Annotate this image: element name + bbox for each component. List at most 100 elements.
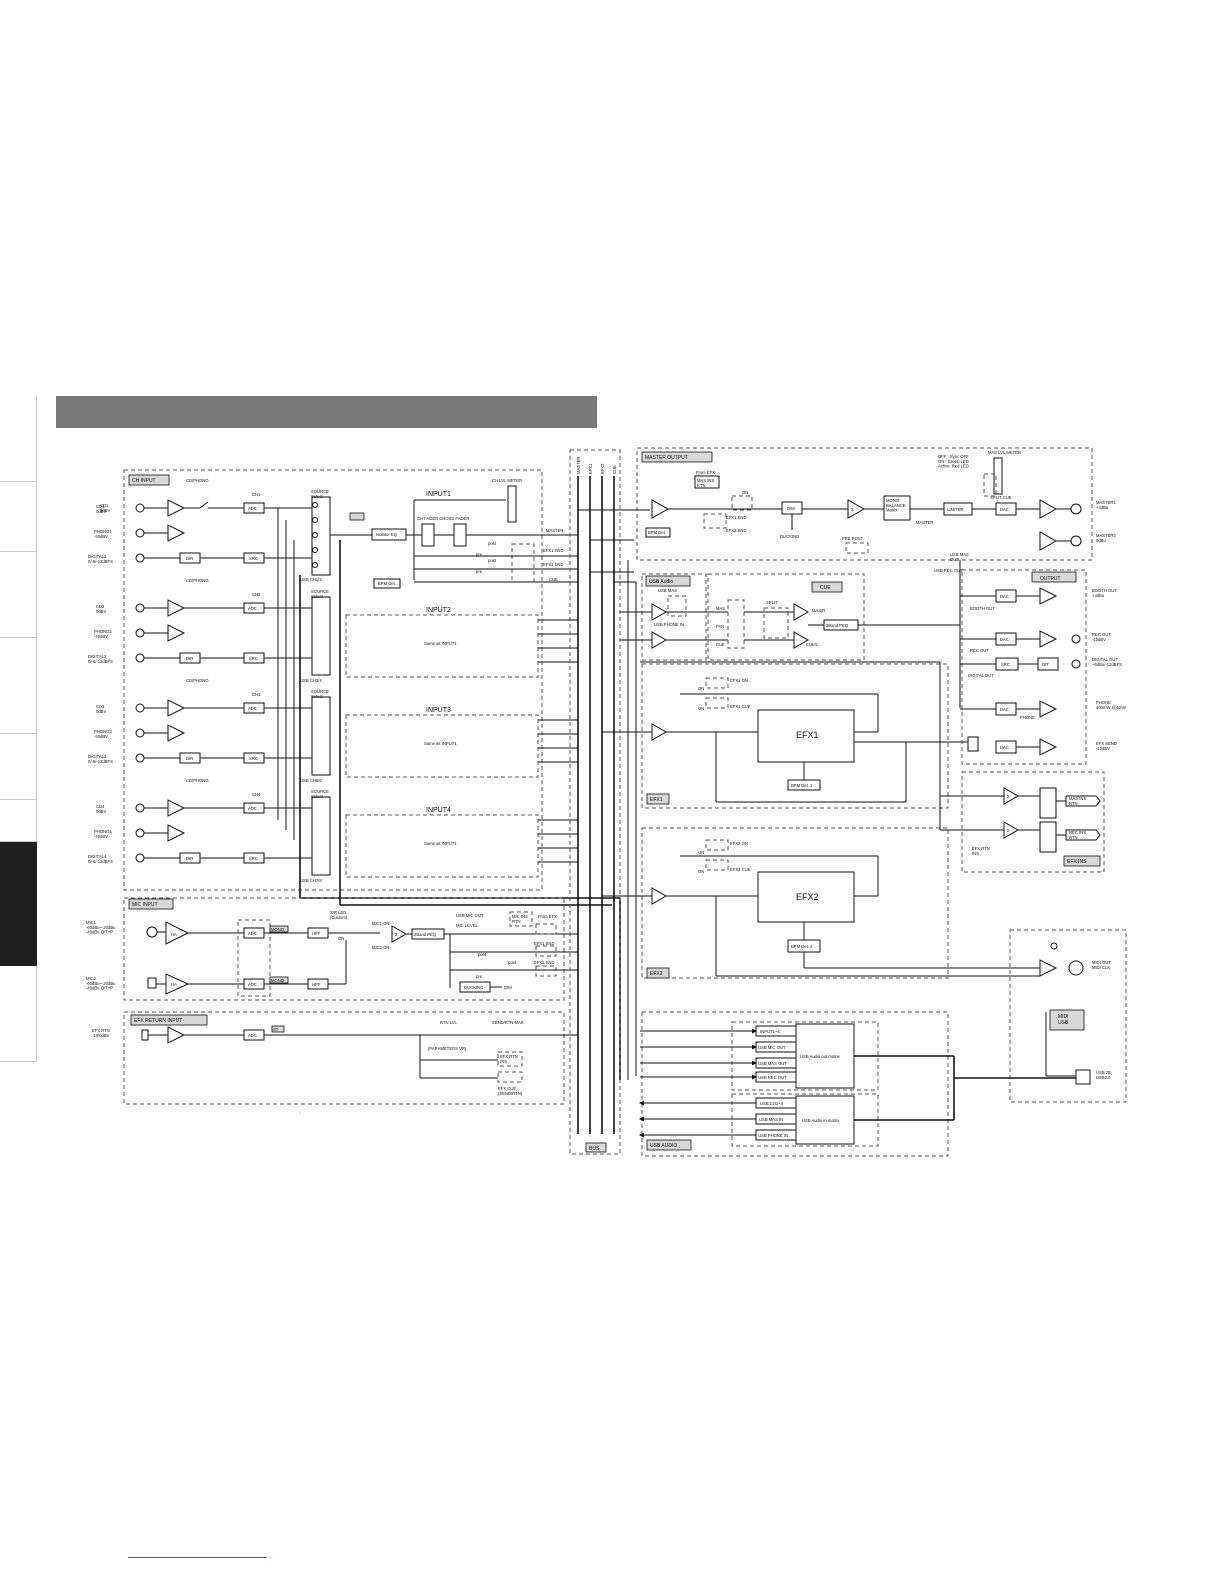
svg-text:Σ: Σ: [395, 932, 398, 937]
efx2-frame: [641, 827, 949, 979]
svg-text:EFX1 CUE: EFX1 CUE: [730, 704, 751, 709]
svg-text:PAN: PAN: [716, 624, 724, 629]
svg-text:USB CH7/8: USB CH7/8: [300, 878, 322, 883]
svg-text:SPLIT: SPLIT: [766, 600, 778, 605]
svg-text:DAC: DAC: [1000, 745, 1009, 750]
svg-text:SPLIT CUE: SPLIT CUE: [990, 495, 1012, 500]
svg-text:LIMITER: LIMITER: [947, 507, 964, 512]
side-tab-1[interactable]: [0, 396, 37, 482]
svg-text:EFX1 SND: EFX1 SND: [726, 515, 746, 520]
svg-text:CUE/L: CUE/L: [806, 642, 819, 647]
svg-text:CH1: CH1: [252, 492, 261, 497]
svg-text:post: post: [488, 558, 497, 563]
svg-text:USB MAS: USB MAS: [658, 588, 677, 593]
svg-text:ADC: ADC: [248, 982, 257, 987]
svg-text:MAS: MAS: [716, 606, 725, 611]
efx2-processor: [757, 871, 855, 923]
side-tab-7[interactable]: [0, 842, 37, 966]
usb-audio-bottom-frame: [641, 1011, 949, 1157]
bus-lines: MASTER EFX1 EFX2 CUE: [576, 457, 617, 1134]
svg-text:ON: ON: [742, 490, 748, 495]
usb-audio-top-tag: USB Audio: [649, 579, 673, 585]
cue-block: MAS PAN CUE SPLIT MAS/R CUE/L 3Band PEQ: [666, 599, 960, 649]
svg-text:EFX SEND-10dBV: EFX SEND-10dBV: [1096, 741, 1117, 751]
side-tab-3[interactable]: [0, 552, 37, 638]
svg-text:USB Audio in matrix: USB Audio in matrix: [802, 1118, 840, 1123]
side-tab-8[interactable]: [0, 966, 37, 1062]
svg-text:USB REC OUT: USB REC OUT: [758, 1075, 787, 1080]
svg-text:USB CH1~4: USB CH1~4: [760, 1101, 784, 1106]
svg-text:pre: pre: [476, 552, 483, 557]
svg-text:Σ: Σ: [1007, 828, 1010, 833]
svg-text:PHONO1-40dBV: PHONO1-40dBV: [94, 529, 112, 539]
svg-text:EFX1: EFX1: [588, 463, 593, 474]
svg-text:`: `: [300, 1112, 302, 1117]
svg-text:post: post: [488, 541, 497, 546]
svg-text:DIGITAL OUT: DIGITAL OUT: [968, 673, 994, 678]
svg-text:Σ: Σ: [851, 507, 854, 512]
svg-text:HA: HA: [171, 932, 177, 937]
svg-text:EFX2 ON: EFX2 ON: [730, 841, 748, 846]
svg-text:CUE: CUE: [716, 642, 725, 647]
svg-text:EFX2 SND: EFX2 SND: [726, 528, 746, 533]
svg-text:ADC: ADC: [248, 931, 257, 936]
efx-return-block: EFX RTN-10/0dBV ADC ST RTN LVL (PARAMETE…: [92, 1020, 578, 1096]
input1-block: INPUT1 CH LVL METER ST Isolator EQ CH FA…: [330, 478, 578, 589]
svg-text:MIC2 ON: MIC2 ON: [372, 945, 389, 950]
cue-frame: [707, 573, 865, 661]
svg-text:BPM Det. 2: BPM Det. 2: [791, 944, 813, 949]
svg-text:REC OUT-10dBV: REC OUT-10dBV: [1092, 632, 1111, 642]
input4-block: INPUT4 Same as INPUT1: [345, 807, 539, 878]
svg-text:EFX1: EFX1: [796, 730, 819, 740]
svg-text:DIR: DIR: [186, 756, 193, 761]
svg-text:INPUT1~4: INPUT1~4: [760, 1029, 780, 1034]
svg-text:EFX RTN-10/0dBV: EFX RTN-10/0dBV: [92, 1028, 110, 1038]
svg-text:BPM Det.: BPM Det.: [378, 581, 396, 586]
side-tab-6[interactable]: [0, 800, 37, 842]
svg-text:MIC2-60dBu~-20dBu-40dBu @TYP: MIC2-60dBu~-20dBu-40dBu @TYP: [86, 976, 116, 991]
svg-text:USB MAS OUT: USB MAS OUT: [758, 1061, 787, 1066]
ch-input-tag: CH INPUT: [132, 478, 156, 484]
bus-tag: BUS: [589, 1146, 600, 1152]
usb-audio-top-block: USB MAS USB PHONE IN: [620, 588, 687, 649]
svg-text:CD/PHONO: CD/PHONO: [186, 578, 209, 583]
svg-text:CUE: CUE: [549, 577, 558, 582]
svg-text:INPUT3: INPUT3: [426, 707, 451, 714]
side-tab-strip: [0, 396, 38, 1062]
side-tab-4[interactable]: [0, 638, 37, 734]
svg-text:USB MAS IN: USB MAS IN: [759, 1117, 783, 1122]
footer-link-underline[interactable]: [128, 1557, 267, 1558]
svg-text:DIR: DIR: [186, 556, 193, 561]
svg-text:USB REC OUT: USB REC OUT: [934, 568, 963, 573]
side-tab-5[interactable]: [0, 734, 37, 800]
svg-text:SRC: SRC: [249, 656, 258, 661]
svg-text:MIC LEVEL: MIC LEVEL: [456, 923, 479, 928]
svg-text:INPUT2: INPUT2: [426, 607, 451, 614]
svg-text:Isolator EQ: Isolator EQ: [376, 532, 398, 537]
usb-audio-bottom-block: INPUT1~4 USB MIC OUT USB MAS OUT USB REC…: [639, 1021, 1076, 1147]
input3-block: INPUT3 Same as INPUT1: [345, 707, 539, 778]
mic-input-tag: MIC INPUT: [132, 902, 158, 908]
svg-text:Same as INPUT1: Same as INPUT1: [424, 841, 457, 846]
svg-text:DUCKING: DUCKING: [780, 534, 799, 539]
efx1-processor: [757, 709, 855, 763]
svg-text:SRC: SRC: [249, 756, 258, 761]
svg-text:USB PHONE IN: USB PHONE IN: [758, 1133, 788, 1138]
side-tab-2[interactable]: [0, 482, 37, 552]
